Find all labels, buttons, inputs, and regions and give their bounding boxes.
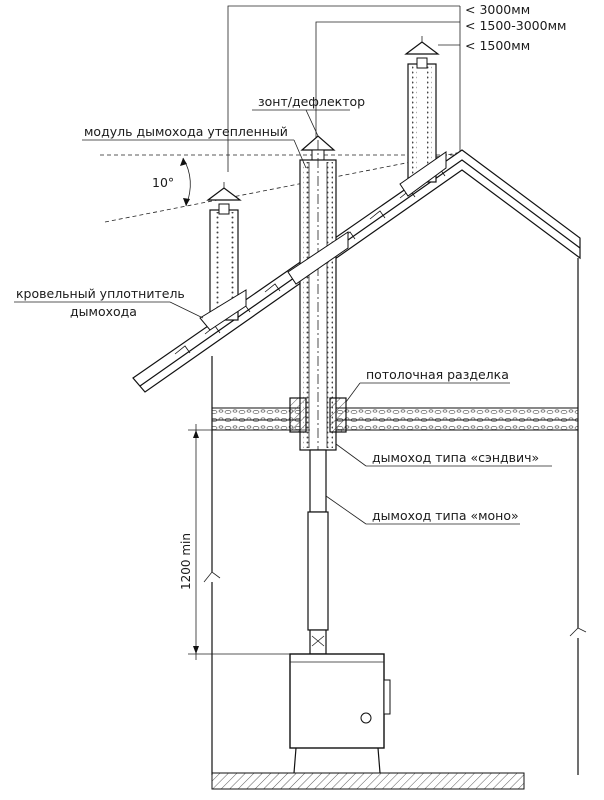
cap-label: зонт/дефлектор	[258, 94, 365, 109]
left-chimney	[199, 182, 247, 331]
sandwich-chimney-label: дымоход типа «сэндвич»	[372, 450, 539, 465]
roof-seal-label-line1: кровельный уплотнитель	[16, 286, 185, 301]
min-height-label: 1200 min	[179, 533, 193, 590]
attic-floor-slab	[211, 407, 579, 431]
height-under-1500-label: < 1500мм	[465, 38, 530, 53]
height-over-3000-label: < 3000мм	[465, 2, 530, 17]
angle-label: 10°	[152, 175, 174, 190]
roof	[132, 149, 581, 393]
height-reference-lines	[227, 5, 461, 172]
mono-chimney-label: дымоход типа «моно»	[372, 508, 519, 523]
angle-reference	[100, 151, 463, 223]
right-chimney	[399, 36, 447, 197]
building-walls	[203, 258, 587, 775]
main-chimney	[287, 135, 349, 655]
ground-floor-slab	[211, 772, 525, 790]
insulated-module-label: модуль дымохода утепленный	[84, 124, 288, 139]
stove	[289, 653, 391, 774]
height-1500-3000-label: < 1500-3000мм	[465, 18, 566, 33]
roof-seal-label-line2: дымохода	[70, 304, 137, 319]
leader-lines	[14, 109, 552, 525]
ceiling-pass-label: потолочная разделка	[366, 367, 509, 382]
min-height-dimension	[188, 424, 310, 660]
